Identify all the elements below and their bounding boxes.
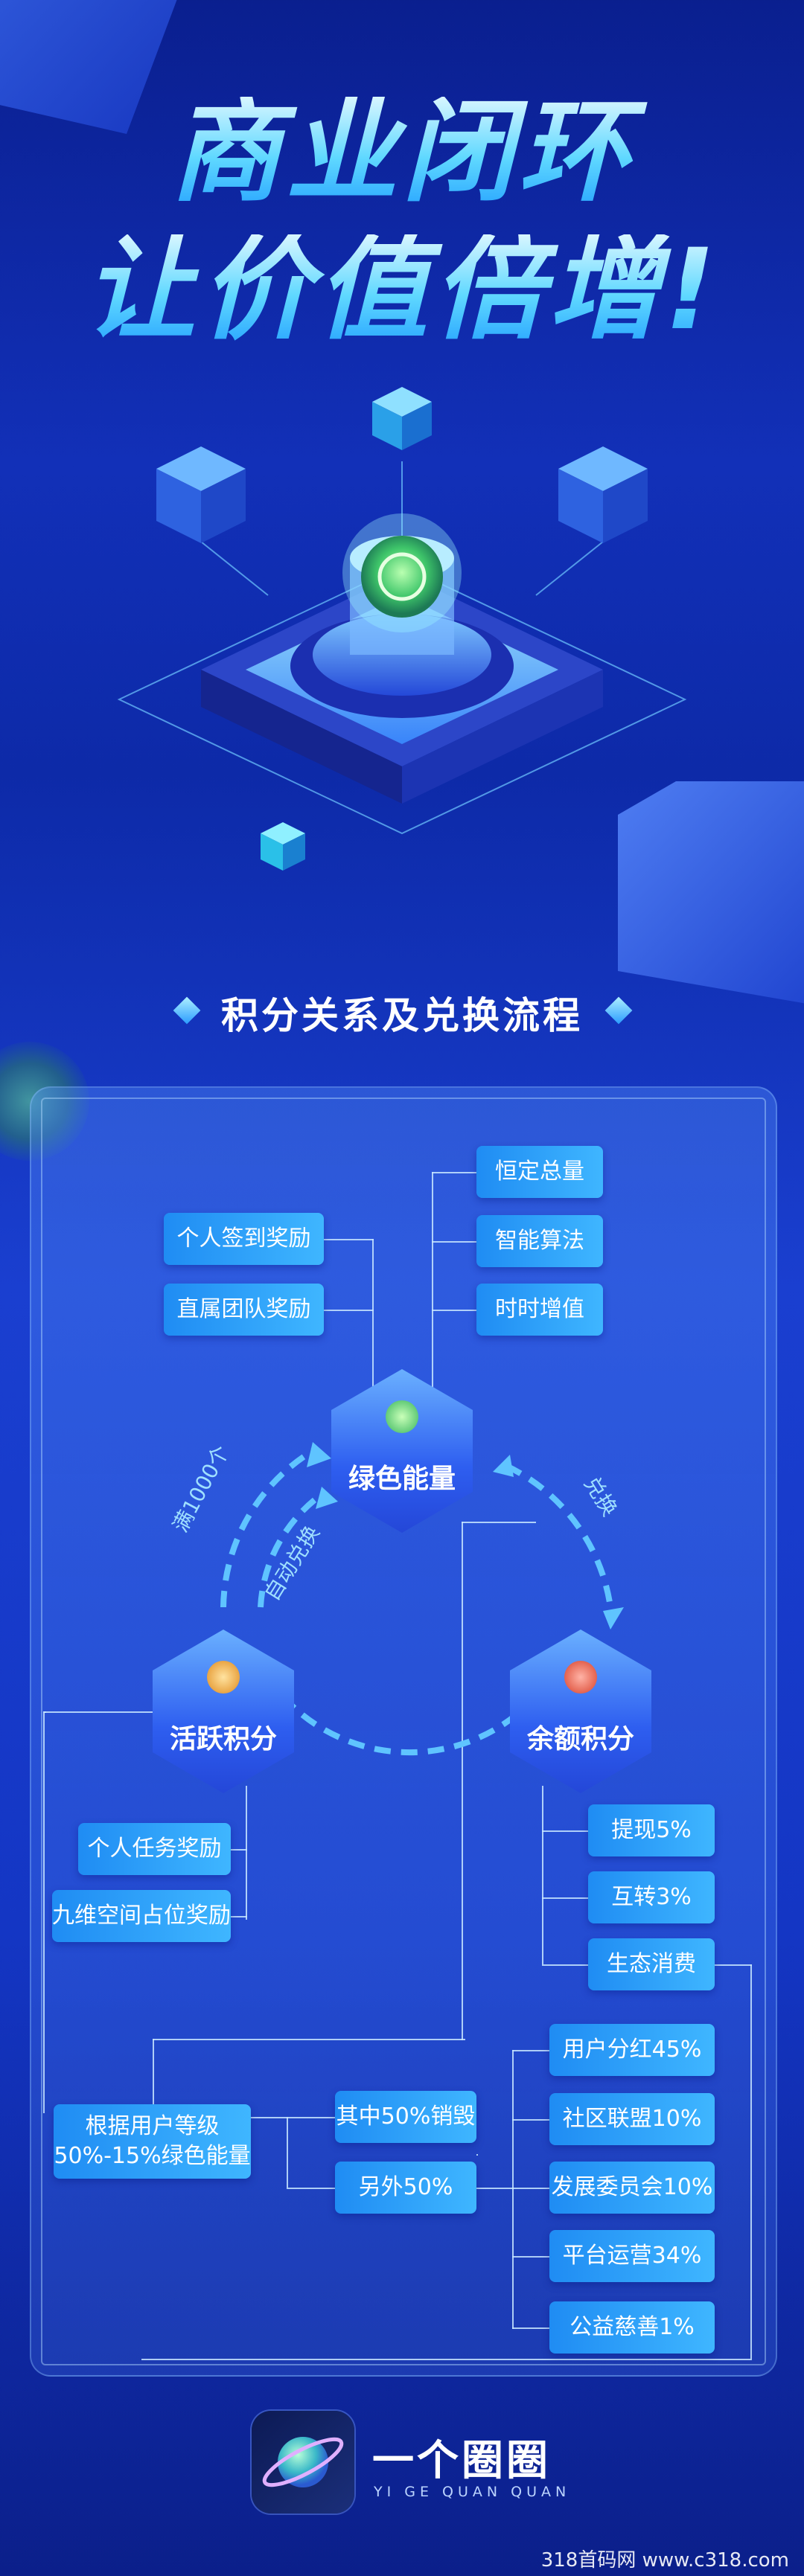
connector	[153, 2039, 154, 2113]
section-title: 积分关系及兑换流程	[221, 994, 583, 1037]
connector	[324, 1310, 374, 1311]
brand-logo	[252, 2411, 354, 2513]
dist-committee: 发展委员会10%	[549, 2162, 715, 2214]
connector	[476, 2154, 478, 2156]
connector	[512, 2050, 549, 2051]
connector	[476, 2188, 514, 2189]
node-green-energy: 绿色能量	[331, 1369, 473, 1533]
title-line1: 商业闭环	[0, 97, 804, 208]
node-green-label: 绿色能量	[348, 1464, 456, 1494]
dist-operations: 平台运营34%	[549, 2230, 715, 2282]
green-coin-icon	[386, 1400, 418, 1433]
balance-use-transfer: 互转3%	[588, 1871, 715, 1923]
connector	[153, 2039, 465, 2040]
connector	[246, 1786, 247, 1920]
connector	[43, 1711, 45, 2113]
red-coin-icon	[564, 1661, 597, 1694]
connector	[512, 2119, 549, 2121]
planet-icon	[262, 2437, 344, 2487]
hero-platform-illustration	[117, 387, 687, 871]
connector	[43, 1711, 162, 1713]
node-balance-label: 余额积分	[526, 1724, 634, 1755]
connector	[715, 1964, 752, 1966]
orange-coin-icon	[207, 1661, 240, 1694]
connector	[512, 2188, 549, 2189]
connector	[287, 2117, 335, 2118]
green-feature-growth: 时时增值	[476, 1284, 603, 1336]
green-source-checkin: 个人签到奖励	[164, 1213, 324, 1265]
connector	[287, 2117, 288, 2188]
connector	[542, 1897, 588, 1899]
connector	[372, 1239, 374, 1425]
active-source-space: 九维空间占位奖励	[52, 1890, 231, 1942]
connector	[432, 1310, 476, 1311]
node-balance-points: 余额积分	[510, 1630, 651, 1793]
connector	[324, 1239, 374, 1240]
node-active-label: 活跃积分	[169, 1724, 277, 1755]
connector	[542, 1830, 588, 1832]
connector	[750, 1964, 752, 2359]
title-line2: 让价值倍增!	[0, 234, 804, 346]
connector	[432, 1172, 476, 1173]
split-destroy: 其中50%销毁	[335, 2091, 476, 2143]
split-other: 另外50%	[335, 2162, 476, 2214]
level-box: 根据用户等级 50%-15%绿色能量	[54, 2104, 251, 2179]
watermark: 318首码网 www.c318.com	[540, 2549, 789, 2572]
connector	[432, 1241, 476, 1243]
balance-use-withdraw: 提现5%	[588, 1804, 715, 1856]
connector	[251, 2117, 287, 2118]
connector	[432, 1172, 433, 1425]
connector	[542, 1786, 543, 1964]
connector	[231, 1849, 247, 1851]
connector	[462, 1522, 463, 2040]
green-feature-algorithm: 智能算法	[476, 1215, 603, 1267]
connector	[512, 2327, 549, 2329]
connector	[512, 2050, 514, 2329]
dist-user-dividend: 用户分红45%	[549, 2024, 715, 2076]
level-box-line2: 50%-15%绿色能量	[54, 2143, 251, 2169]
level-box-line1: 根据用户等级	[85, 2113, 220, 2139]
brand-name: 一个圈圈	[372, 2437, 551, 2485]
connector	[141, 2359, 752, 2360]
cycle-arrows	[220, 1442, 624, 1755]
connector	[542, 1964, 588, 1966]
right-cube-decoration	[618, 781, 804, 1005]
connector	[512, 2256, 549, 2258]
connector	[462, 1522, 536, 1523]
active-source-task: 个人任务奖励	[78, 1823, 231, 1875]
connector	[231, 1916, 247, 1917]
node-active-points: 活跃积分	[153, 1630, 294, 1793]
flow-frame	[41, 1098, 766, 2365]
connector	[287, 2188, 335, 2189]
green-source-team: 直属团队奖励	[164, 1284, 324, 1336]
dist-charity: 公益慈善1%	[549, 2301, 715, 2354]
dist-community: 社区联盟10%	[549, 2093, 715, 2145]
green-feature-total: 恒定总量	[476, 1146, 603, 1198]
balance-use-ecosystem: 生态消费	[588, 1938, 715, 1990]
brand-subtitle: YI GE QUAN QUAN	[374, 2484, 571, 2500]
